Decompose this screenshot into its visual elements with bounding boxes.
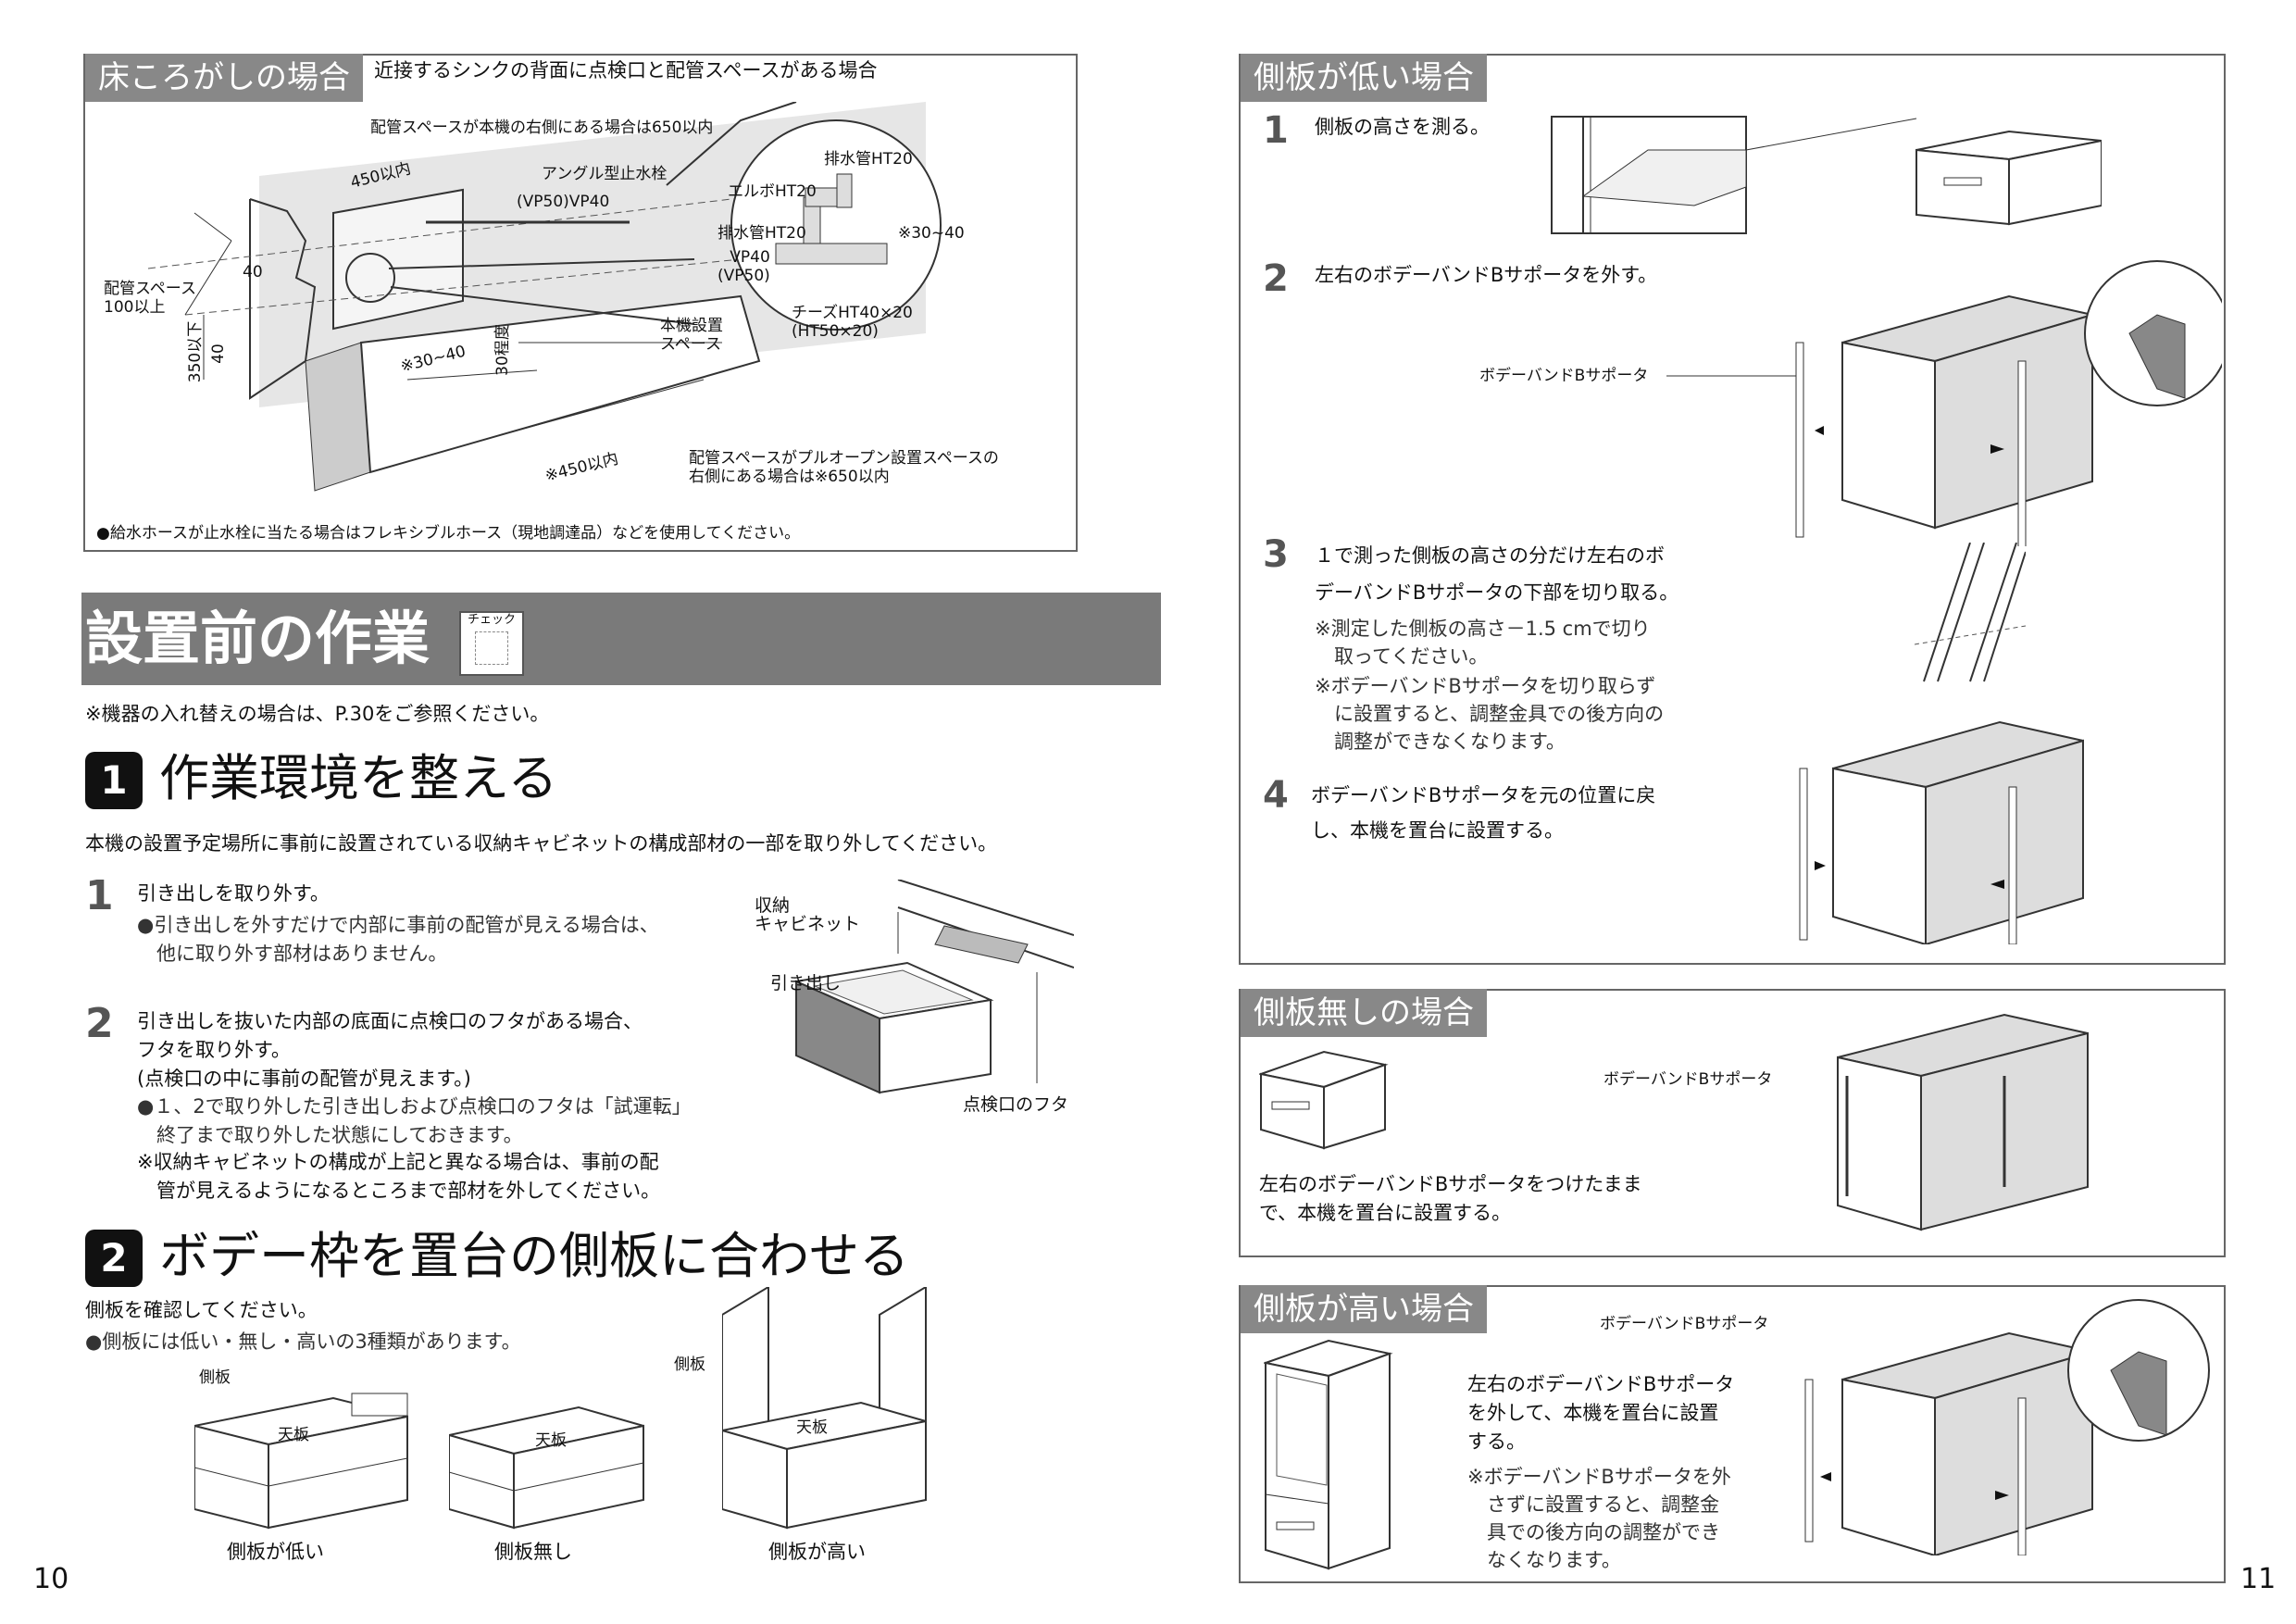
type-low-caption: 側板が低い [227, 1541, 324, 1563]
label-40a: 40 [243, 263, 263, 281]
low-step3-number: 3 [1263, 533, 1289, 576]
pipe-detail-circle [730, 119, 942, 331]
type-none-drawing [449, 1405, 644, 1530]
type-high-top-label: 天板 [796, 1418, 828, 1437]
section-title: 設置前の作業 [85, 605, 430, 672]
h2-title: ボデー枠を置台の側板に合わせる [159, 1227, 909, 1285]
low-step3-note2: ※ボデーバンドBサポータを切り取らず に設置すると、調整金具での後方向の 調整が… [1315, 675, 1665, 753]
measure-side-drawing [1551, 116, 2102, 234]
high-side-tab: 側板が高い場合 [1241, 1285, 1487, 1333]
section-banner [81, 593, 1161, 685]
low-step2-number: 2 [1263, 257, 1289, 300]
low-step3-note1: ※測定した側板の高さ－1.5 cmで切り 取ってください。 [1315, 618, 1651, 668]
no-side-unit-drawing [1837, 1013, 2089, 1231]
h2-intro: 側板を確認してください。 [85, 1299, 318, 1321]
step2-number: 2 [85, 1000, 114, 1047]
label-install-space: 本機設置 スペース [660, 317, 723, 354]
low-side-tab: 側板が低い場合 [1241, 54, 1487, 102]
page-number-right: 11 [2240, 1563, 2277, 1595]
h2-number: 2 [85, 1230, 143, 1287]
reinstall-supporter-drawing [1799, 720, 2084, 944]
label-drain-ht20: 排水管HT20 [718, 224, 806, 243]
low-supporter-label: ボデーバンドBサポータ [1479, 367, 1649, 385]
type-low-top-label: 天板 [278, 1426, 309, 1444]
label-angle-valve: アングル型止水栓 [542, 165, 668, 183]
replace-note: ※機器の入れ替えの場合は、P.30をご参照ください。 [85, 703, 550, 725]
label-40b: 40 [208, 344, 228, 364]
step1-title: 引き出しを取り外す。 [137, 882, 330, 905]
label-tees: チーズHT40×20 (HT50×20) [792, 304, 913, 341]
no-side-supporter-label: ボデーバンドBサポータ [1603, 1070, 1773, 1089]
label-drawer: 引き出し [770, 973, 842, 993]
floor-installation-tab: 床ころがしの場合 [85, 54, 363, 102]
type-high-side-label: 側板 [674, 1355, 705, 1374]
high-side-stand-drawing [1264, 1339, 1393, 1570]
low-step2-text: 左右のボデーバンドBサポータを外す。 [1315, 264, 1658, 286]
type-low-side-label: 側板 [199, 1368, 231, 1387]
remove-supporter-drawing [1666, 260, 2222, 546]
type-high-drawing [722, 1287, 927, 1530]
cut-supporter-drawing [1915, 543, 2026, 682]
step2-note2: ※収納キャビネットの構成が上記と異なる場合は、事前の配 管が見えるようになるとこ… [137, 1151, 661, 1202]
high-side-unit-drawing [1804, 1299, 2210, 1555]
type-none-top-label: 天板 [535, 1431, 567, 1450]
label-cabinet: 収納 キャビネット [755, 895, 861, 934]
low-step4-number: 4 [1263, 774, 1289, 817]
label-inspection-lid: 点検口のフタ [963, 1094, 1069, 1115]
no-side-text: 左右のボデーバンドBサポータをつけたまま で、本機を置台に設置する。 [1259, 1173, 1642, 1224]
h1-title: 作業環境を整える [159, 749, 558, 807]
step2-title: 引き出しを抜いた内部の底面に点検口のフタがある場合、 フタを取り外す。 (点検口… [137, 1010, 643, 1090]
low-step4-text: ボデーバンドBサポータを元の位置に戻 し、本機を置台に設置する。 [1311, 784, 1656, 842]
label-pipe-right-650: 配管スペースが本機の右側にある場合は650以内 [370, 119, 714, 137]
step2-note1: ●１、2で取り外した引き出しおよび点検口のフタは「試運転」 終了まで取り外した状… [137, 1095, 692, 1146]
check-box: チェック [459, 611, 524, 676]
floor-footnote: ●給水ホースが止水栓に当たる場合はフレキシブルホース（現地調達品）などを使用して… [96, 524, 801, 543]
h1-number: 1 [85, 752, 143, 809]
type-low-drawing [194, 1393, 408, 1530]
label-pipe-space: 配管スペース 100以上 [104, 280, 196, 317]
high-side-text: 左右のボデーバンドBサポータ を外して、本機を置台に設置 する。 [1467, 1373, 1735, 1453]
step1-number: 1 [85, 872, 114, 919]
label-elbow: エルボHT20 [728, 182, 817, 201]
label-vp40-50: VP40 (VP50) [718, 248, 770, 285]
no-side-tab: 側板無しの場合 [1241, 989, 1487, 1037]
label-drain-ht20-top: 排水管HT20 [824, 150, 913, 169]
label-350: 350以下 [186, 320, 206, 383]
type-none-caption: 側板無し [494, 1541, 572, 1563]
cabinet-diagram [792, 880, 1074, 1094]
step1-note: ●引き出しを外すだけで内部に事前の配管が見える場合は、 他に取り外す部材はありま… [137, 914, 659, 965]
low-step1-text: 側板の高さを測る。 [1315, 116, 1490, 138]
low-step3-text: １で測った側板の高さの分だけ左右のボ デーバンドBサポータの下部を切り取る。 [1315, 544, 1679, 604]
label-30-40b: ※30~40 [898, 224, 965, 243]
type-high-caption: 側板が高い [768, 1541, 866, 1563]
no-side-stand-drawing [1259, 1050, 1389, 1150]
h2-note: ●側板には低い・無し・高いの3種類があります。 [85, 1330, 521, 1353]
label-pullout-note: 配管スペースがプルオープン設置スペースの 右側にある場合は※650以内 [689, 449, 999, 486]
check-square [475, 631, 508, 665]
high-side-supporter-label: ボデーバンドBサポータ [1600, 1315, 1769, 1333]
page-number-left: 10 [33, 1563, 69, 1595]
high-side-note: ※ボデーバンドBサポータを外 さずに設置すると、調整金 具での後方向の調整ができ… [1467, 1466, 1731, 1571]
floor-installation-subtitle: 近接するシンクの背面に点検口と配管スペースがある場合 [374, 59, 878, 81]
label-vp50-vp40: (VP50)VP40 [517, 193, 610, 211]
check-label: チェック [467, 613, 516, 627]
label-30: 30程度 [493, 324, 512, 376]
h1-intro: 本機の設置予定場所に事前に設置されている収納キャビネットの構成部材の一部を取り外… [85, 832, 998, 855]
low-step1-number: 1 [1263, 109, 1289, 152]
